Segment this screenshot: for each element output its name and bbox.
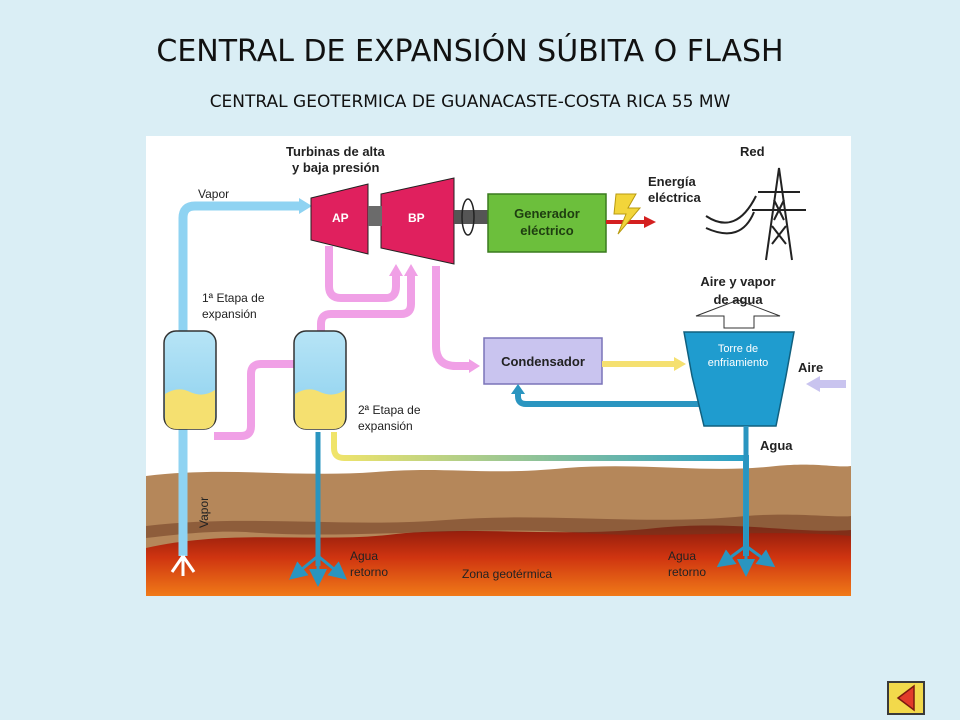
condenser — [483, 337, 603, 385]
steam-well-label: Vapor — [197, 497, 211, 528]
lp-turbine — [380, 177, 455, 265]
steam-top-label: Vapor — [198, 187, 229, 201]
stage2-label-1: 2ª Etapa de — [358, 403, 421, 417]
turbines-label-1: Turbinas de alta — [286, 144, 385, 159]
cooling-tower — [683, 331, 795, 427]
steam-arrow — [299, 198, 312, 214]
separator-stage-2 — [293, 330, 347, 430]
air-vapor-label-2: de agua — [713, 292, 763, 307]
air-in-arrow — [806, 376, 820, 392]
stage2-label-2: expansión — [358, 419, 413, 433]
rock-band — [146, 514, 851, 538]
power-pylon-icon — [705, 167, 806, 261]
brine-return-pipe — [331, 432, 749, 556]
steam-source-arrows — [170, 555, 196, 576]
generator-label-2: eléctrico — [520, 223, 574, 238]
energy-label-1: Energía — [648, 174, 696, 189]
tower-label-2: enfriamiento — [708, 357, 769, 369]
condenser-label: Condensador — [501, 354, 585, 369]
turbines-label-2: y baja presión — [292, 160, 379, 175]
return-right-label-1: Agua — [668, 549, 696, 563]
stage1-label-1: 1ª Etapa de — [202, 291, 265, 305]
back-button[interactable] — [887, 681, 925, 715]
hp-turbine — [310, 183, 369, 255]
sep2-to-lp-arrow — [404, 264, 418, 276]
reinjection-arrows-left — [289, 554, 347, 587]
steam-pipe — [178, 201, 301, 556]
lp-to-condenser-arrow — [469, 359, 480, 373]
air-label: Aire — [798, 360, 823, 375]
generator — [487, 193, 607, 253]
water-label: Agua — [760, 438, 793, 453]
lightning-icon — [613, 193, 642, 235]
hp-to-lp-arrow — [389, 264, 403, 276]
generator-label-1: Generador — [514, 206, 580, 221]
sep1-to-sep2-pipe — [214, 360, 296, 440]
hp-turbine-label: AP — [332, 211, 349, 225]
turbine-coupling — [368, 206, 382, 226]
condenser-to-tower-arrow — [674, 357, 686, 371]
tower-label-1: Torre de — [718, 343, 758, 355]
return-left-label-2: retorno — [350, 565, 388, 579]
zone-label: Zona geotérmica — [462, 567, 552, 581]
shaft — [454, 210, 488, 224]
hp-to-lp-pipe — [325, 246, 400, 302]
tower-to-condenser-arrow — [511, 384, 525, 394]
sep2-to-lp-pipe — [317, 274, 415, 332]
separator-stage-1 — [163, 330, 217, 430]
return-right-label-2: retorno — [668, 565, 706, 579]
energy-label-2: eléctrica — [648, 190, 702, 205]
slide-title: CENTRAL DE EXPANSIÓN SÚBITA O FLASH — [156, 34, 784, 69]
triangle-left-icon — [896, 684, 915, 712]
power-arrow — [644, 216, 656, 228]
return-left-label-1: Agua — [350, 549, 378, 563]
lp-to-condenser-pipe — [432, 266, 471, 370]
vapor-out-arrow — [695, 299, 781, 329]
tower-to-condenser-pipe — [515, 390, 706, 407]
reinjection-arrows-right — [716, 544, 776, 577]
shaft-rotation-icon — [461, 198, 475, 236]
slide-subtitle: CENTRAL GEOTERMICA DE GUANACASTE-COSTA R… — [209, 92, 731, 112]
lp-turbine-label: BP — [408, 211, 425, 225]
geothermal-diagram: Turbinas de alta y baja presión AP BP Ge… — [146, 136, 851, 601]
air-vapor-label-1: Aire y vapor — [700, 274, 775, 289]
stage1-label-2: expansión — [202, 307, 257, 321]
grid-label: Red — [740, 144, 765, 159]
